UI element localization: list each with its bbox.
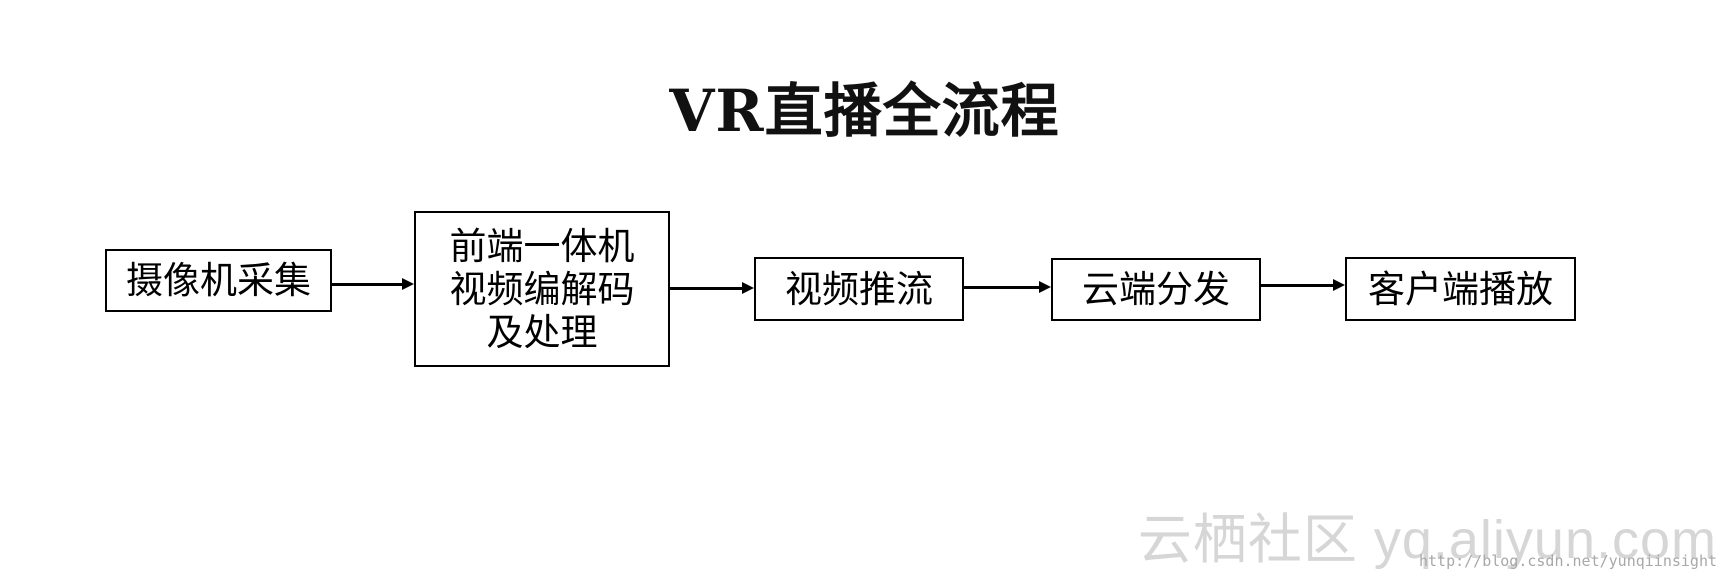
- node-label: 视频推流: [785, 267, 933, 311]
- arrow-frontend-to-push: [670, 280, 754, 296]
- node-camera-capture: 摄像机采集: [105, 249, 332, 312]
- node-label-line-2: 视频编解码: [449, 267, 635, 311]
- node-client-playback: 客户端播放: [1345, 257, 1576, 321]
- node-frontend-processing: 前端一体机 视频编解码 及处理: [414, 211, 670, 367]
- node-video-push: 视频推流: [754, 257, 964, 321]
- arrow-cloud-to-client: [1261, 277, 1345, 293]
- node-label-line-3: 及处理: [486, 310, 598, 354]
- arrow-camera-to-frontend: [332, 276, 414, 292]
- node-label-line-1: 前端一体机: [449, 224, 635, 268]
- diagram-title: VR直播全流程: [669, 77, 1060, 145]
- node-label: 摄像机采集: [126, 259, 311, 302]
- node-label: 客户端播放: [1368, 267, 1553, 311]
- node-label: 云端分发: [1082, 268, 1230, 311]
- source-url: http://blog.csdn.net/yunqiinsight: [1418, 552, 1717, 570]
- arrow-push-to-cloud: [964, 279, 1051, 295]
- watermark-text: 云栖社区 yq.aliyun.com: [1137, 510, 1717, 570]
- node-cloud-distribution: 云端分发: [1051, 258, 1261, 321]
